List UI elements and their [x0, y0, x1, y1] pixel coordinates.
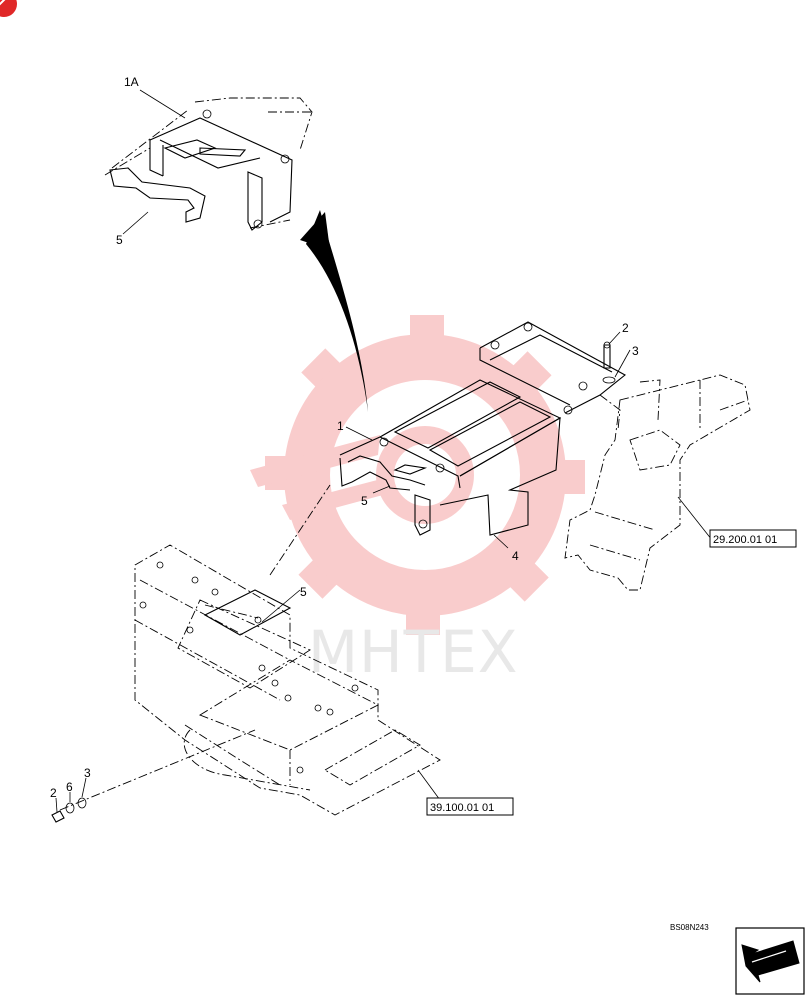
view-direction-arrow-tip: [300, 212, 330, 250]
callout-5-top: 5: [116, 233, 123, 247]
next-page-arrow-icon[interactable]: [735, 927, 805, 995]
callout-3-top: 3: [632, 344, 639, 358]
callout-2-top: 2: [622, 321, 629, 335]
callout-6-bottom: 6: [66, 780, 73, 794]
right-frame-reference: [564, 374, 751, 591]
watermark-gear-logo: [250, 315, 585, 635]
reference-label-right: 29.200.01 01: [713, 534, 777, 546]
hardware-stack-bottom-left: [51, 777, 87, 823]
callout-5-mid: 5: [361, 494, 368, 508]
drawing-code: BS08N243: [670, 923, 709, 932]
floor-plate-reference: [59, 484, 441, 816]
reference-label-bottom: 39.100.01 01: [430, 802, 494, 814]
view-direction-arrow: [306, 210, 368, 412]
reference-box-right[interactable]: [709, 529, 797, 548]
watermark-text: MHTEX: [308, 618, 518, 686]
callout-3-bottom: 3: [84, 766, 91, 780]
main-cover-assembly: [339, 321, 631, 549]
callout-2-bottom: 2: [50, 786, 57, 800]
red-corner-mark-icon: [0, 0, 17, 17]
detail-view-1a: [104, 89, 313, 235]
callout-5-bottom: 5: [300, 585, 307, 599]
callout-1: 1: [337, 419, 344, 433]
callout-1a: 1A: [124, 75, 139, 89]
reference-box-bottom[interactable]: [426, 797, 514, 816]
callout-4: 4: [512, 549, 519, 563]
